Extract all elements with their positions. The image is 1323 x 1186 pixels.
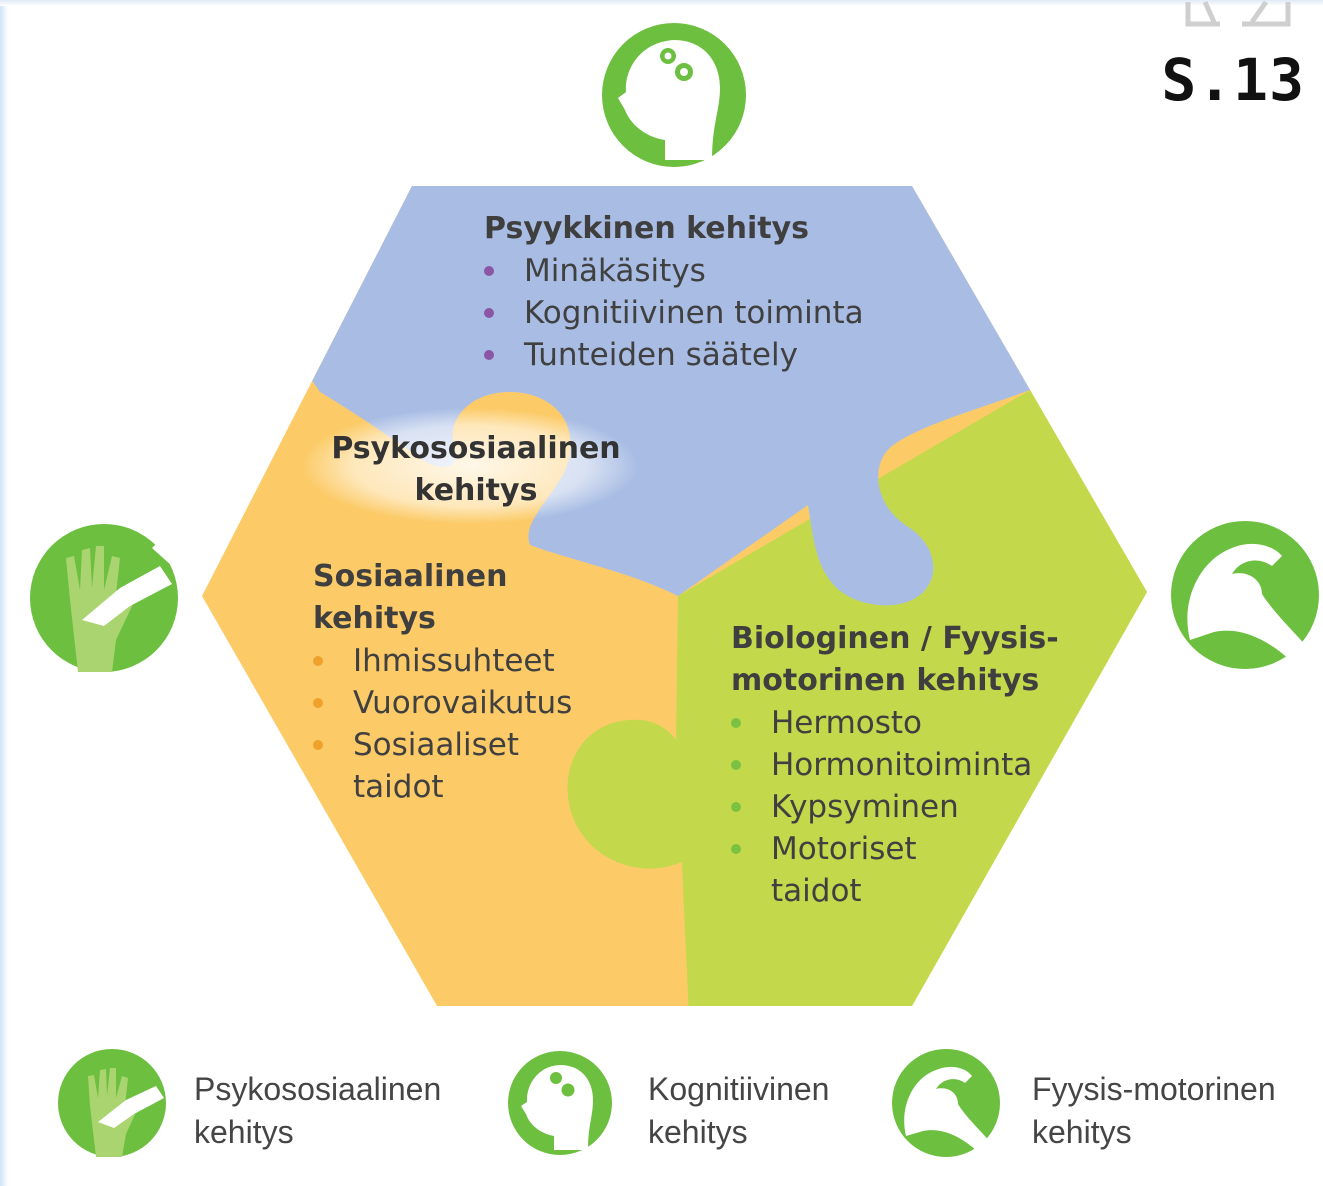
center-label-line1: Psykososiaalinen — [331, 431, 621, 466]
bullet-dot — [731, 718, 741, 728]
bullet-dot — [731, 802, 741, 812]
bullet-dot — [484, 350, 494, 360]
helping-hand-shape — [82, 566, 172, 626]
psychosocial-center-label: Psykososiaalinen kehitys — [318, 428, 634, 512]
social-title-line1: Sosiaalinen — [313, 559, 508, 594]
page-edge-left — [0, 0, 8, 1186]
legend-head-gears-icon — [508, 1051, 612, 1155]
forward-arrow-stroke — [1249, 0, 1269, 24]
list-item: Hermosto — [731, 702, 1059, 744]
psychological-list: Minäkäsitys Kognitiivinen toiminta Tunte… — [484, 250, 864, 376]
flexed-arm-icon — [1171, 521, 1319, 669]
social-title-line2: kehitys — [313, 601, 436, 636]
biological-text-block: Biologinen / Fyysis- motorinen kehitys H… — [731, 618, 1059, 912]
list-item: Motoriset — [731, 828, 1059, 870]
back-arrow-icon — [1185, 2, 1220, 27]
head-silhouette — [618, 40, 720, 160]
legend-label: Fyysis-motorinen kehitys — [1032, 1071, 1276, 1150]
psychological-title: Psyykkinen kehitys — [484, 211, 810, 246]
social-list: Ihmissuhteet Vuorovaikutus Sosiaaliset t… — [313, 640, 572, 808]
bullet-dot — [484, 266, 494, 276]
list-item: Kypsyminen — [731, 786, 1059, 828]
bullet-dot — [484, 308, 494, 318]
legend-hands-icon — [58, 1049, 166, 1157]
list-item: Minäkäsitys — [484, 250, 864, 292]
list-item: Tunteiden säätely — [484, 334, 864, 376]
bullet-dot — [731, 844, 741, 854]
bullet-dot — [731, 760, 741, 770]
list-item-continuation: taidot — [353, 769, 444, 805]
psychological-region — [202, 186, 1147, 606]
hands-icon — [30, 524, 180, 672]
list-item: Vuorovaikutus — [313, 682, 572, 724]
legend-flexed-arm-icon — [892, 1049, 1000, 1157]
center-label-line2: kehitys — [414, 473, 538, 508]
list-item: Kognitiivinen toiminta — [484, 292, 864, 334]
bullet-dot — [313, 656, 323, 666]
list-item: Hormonitoiminta — [731, 744, 1059, 786]
forward-arrow-icon — [1242, 2, 1291, 27]
biological-title-line2: motorinen kehitys — [731, 663, 1040, 698]
center-glow — [302, 408, 638, 524]
legend-label: Kognitiivinen kehitys — [648, 1071, 830, 1150]
biological-title-line1: Biologinen / Fyysis- — [731, 621, 1059, 656]
legend-label: Psykososiaalinen kehitys — [194, 1071, 442, 1150]
biological-list: Hermosto Hormonitoiminta Kypsyminen Moto… — [731, 702, 1059, 912]
social-text-block: Sosiaalinen kehitys Ihmissuhteet Vuorova… — [313, 556, 572, 808]
page-number-label: S.13 — [1161, 46, 1305, 114]
bullet-dot — [313, 740, 323, 750]
bullet-dot — [313, 698, 323, 708]
arm-shape — [1187, 543, 1310, 660]
list-item: Sosiaaliset — [313, 724, 572, 766]
nav-arrows — [1185, 0, 1291, 27]
back-arrow-stroke — [1202, 0, 1217, 24]
legend-cognitive: Kognitiivinen kehitys — [624, 1068, 829, 1154]
list-item-continuation: taidot — [771, 873, 862, 909]
list-item: Ihmissuhteet — [313, 640, 572, 682]
legend-physical-motor: Fyysis-motorinen kehitys — [1008, 1068, 1276, 1154]
legend-psychosocial: Psykososiaalinen kehitys — [170, 1068, 441, 1154]
psychological-text-block: Psyykkinen kehitys Minäkäsitys Kognitiiv… — [484, 208, 864, 376]
head-gears-icon — [602, 23, 746, 167]
page-edge-top — [0, 0, 1323, 6]
